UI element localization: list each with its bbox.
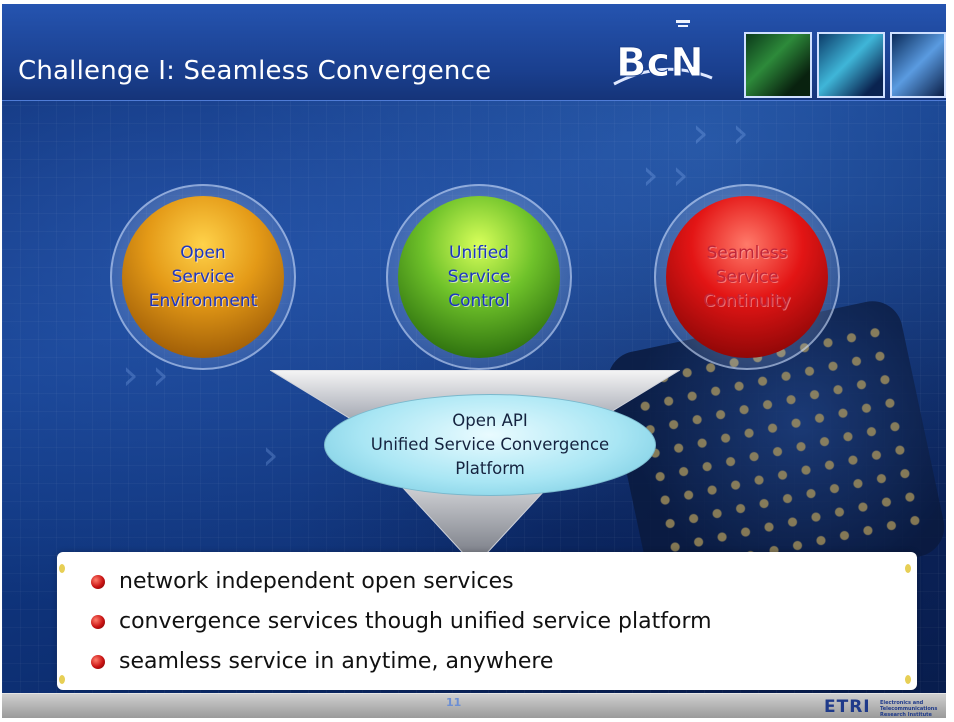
- chevron-decoration: ›: [642, 150, 659, 199]
- circuit-photo-thumbnail: [817, 32, 885, 98]
- list-item: seamless service in anytime, anywhere: [91, 642, 712, 682]
- red-bullet-icon: [91, 655, 105, 669]
- circle-label: Unified Service Control: [447, 243, 511, 311]
- slide: › › › › › › › Challenge I: Seamless Conv…: [2, 4, 946, 718]
- etri-logo-letters: ETRI: [824, 697, 871, 717]
- page-number: 11: [446, 696, 462, 709]
- bcn-logo-text: BcN: [616, 40, 704, 86]
- list-item: network independent open services: [91, 562, 712, 602]
- list-item: convergence services though unified serv…: [91, 602, 712, 642]
- circle-unified-service-control: Unified Service Control: [386, 184, 572, 370]
- circle-label: Seamless Service Continuity: [703, 243, 791, 311]
- bullet-box: network independent open services conver…: [57, 552, 917, 690]
- list-item-text: network independent open services: [119, 569, 514, 594]
- corner-dot-icon: [905, 675, 911, 684]
- organization-name: Electronics and Telecommunications Resea…: [880, 700, 938, 718]
- chevron-decoration: ›: [692, 108, 709, 157]
- fiber-photo-thumbnail: [890, 32, 946, 98]
- chevron-decoration: ›: [672, 150, 689, 199]
- corner-dot-icon: [905, 564, 911, 573]
- chevron-decoration: ›: [732, 108, 749, 157]
- network-photo-thumbnail: [744, 32, 812, 98]
- list-item-text: seamless service in anytime, anywhere: [119, 649, 554, 674]
- slide-title: Challenge I: Seamless Convergence: [18, 56, 492, 86]
- platform-label: Open API Unified Service Convergence Pla…: [370, 411, 610, 478]
- title-bar: Challenge I: Seamless Convergence BcN: [2, 4, 946, 101]
- chevron-decoration: ›: [152, 350, 169, 399]
- red-bullet-icon: [91, 575, 105, 589]
- circle-seamless-service-continuity: Seamless Service Continuity: [654, 184, 840, 370]
- etri-logo: ETRI Electronics and Telecommunications …: [824, 697, 940, 718]
- list-item-text: convergence services though unified serv…: [119, 609, 712, 634]
- chevron-decoration: ›: [262, 430, 279, 479]
- unified-service-platform: Open API Unified Service Convergence Pla…: [324, 394, 656, 496]
- bullet-list: network independent open services conver…: [91, 562, 712, 682]
- corner-dot-icon: [59, 564, 65, 573]
- chevron-decoration: ›: [122, 350, 139, 399]
- bcn-logo: BcN: [613, 20, 713, 87]
- corner-dot-icon: [59, 675, 65, 684]
- footer-bar: 11 ETRI Electronics and Telecommunicatio…: [2, 693, 946, 718]
- circle-label: Open Service Environment: [148, 243, 258, 311]
- circle-open-service-environment: Open Service Environment: [110, 184, 296, 370]
- red-bullet-icon: [91, 615, 105, 629]
